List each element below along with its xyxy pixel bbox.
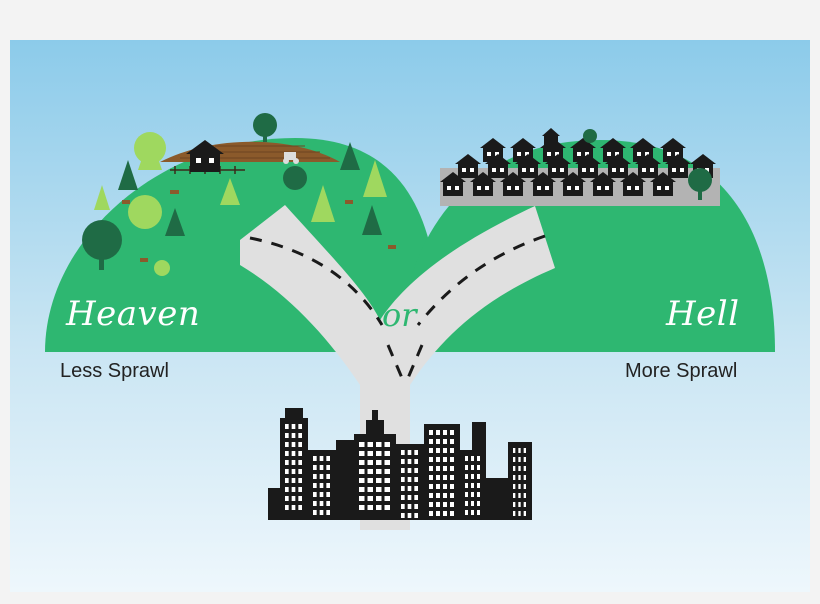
more-sprawl-caption: More Sprawl: [625, 360, 738, 382]
farmhouse-icon: [186, 140, 224, 172]
less-sprawl-caption: Less Sprawl: [60, 360, 169, 382]
deer-icon: [122, 190, 396, 262]
road-dashes: [249, 234, 546, 379]
house-icon: [440, 128, 716, 196]
hell-title: Hell: [666, 294, 740, 334]
tractor-icon: [283, 152, 299, 164]
or-label: or: [382, 296, 417, 334]
illustration-panel: Heaven Hell or Less Sprawl More Sprawl: [10, 40, 810, 592]
sprawl-illustration: [45, 113, 775, 530]
tree-icon: [94, 132, 387, 229]
heaven-title: Heaven: [66, 294, 201, 334]
